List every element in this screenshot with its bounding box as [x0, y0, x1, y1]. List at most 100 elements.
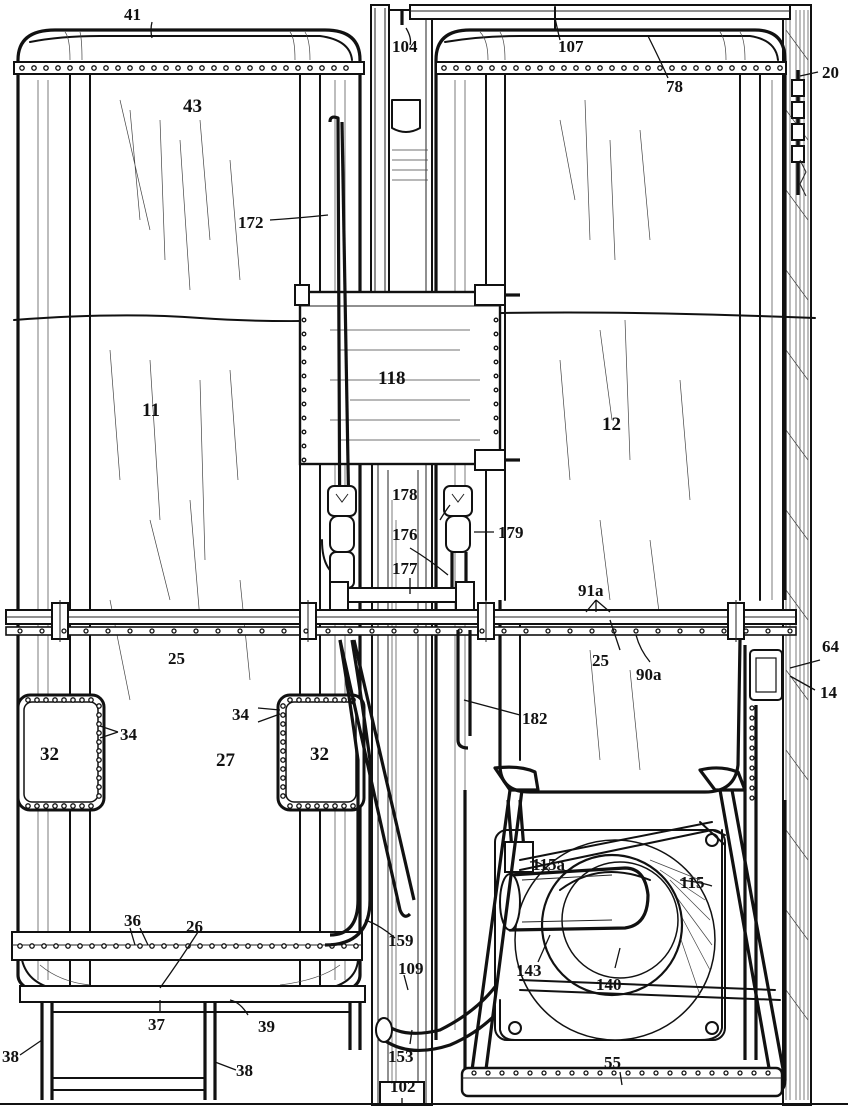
rivet	[413, 628, 419, 634]
top-rail	[409, 4, 791, 31]
rivet	[127, 628, 133, 634]
rivet	[61, 628, 67, 634]
rivet	[96, 739, 102, 745]
label-14: 14	[820, 683, 838, 702]
rivet	[589, 628, 595, 634]
rivet	[323, 697, 329, 703]
label-37: 37	[148, 1015, 166, 1034]
rivet	[301, 373, 307, 379]
rivet	[233, 943, 239, 949]
pipe-159	[324, 639, 416, 947]
rivet	[280, 730, 286, 736]
rivet	[583, 1070, 589, 1076]
rivet	[221, 943, 227, 949]
rivet	[527, 1070, 533, 1076]
rivet	[301, 401, 307, 407]
label-12: 12	[602, 414, 621, 435]
rivet	[441, 65, 447, 71]
label-34-center: 34	[232, 705, 250, 724]
rivet	[323, 803, 329, 809]
label-176: 176	[392, 525, 418, 544]
rivet	[70, 803, 76, 809]
label-34-left: 34	[120, 725, 138, 744]
rivet	[17, 943, 23, 949]
valve-assembly-left	[327, 485, 357, 589]
rivet	[197, 943, 203, 949]
rivet	[655, 628, 661, 634]
central-box-rivets	[301, 317, 499, 463]
rivet	[211, 65, 217, 71]
rivet	[609, 65, 615, 71]
rivet	[163, 65, 169, 71]
label-172: 172	[238, 213, 264, 232]
rivet	[513, 1070, 519, 1076]
rivet	[749, 745, 755, 751]
rivet	[96, 784, 102, 790]
rivet	[79, 697, 85, 703]
rivet	[283, 65, 289, 71]
right-bracket	[743, 645, 783, 1060]
rivet	[347, 628, 353, 634]
rivet	[639, 1070, 645, 1076]
rivet	[723, 1070, 729, 1076]
label-115a: 115a	[532, 855, 566, 874]
label-115: 115	[680, 873, 705, 892]
rivet	[301, 359, 307, 365]
rivet	[699, 628, 705, 634]
rivet	[70, 697, 76, 703]
rivet	[25, 697, 31, 703]
rivet	[43, 697, 49, 703]
rivet	[199, 65, 205, 71]
rivet	[597, 65, 603, 71]
label-178: 178	[392, 485, 418, 504]
rivet	[39, 628, 45, 634]
rivet	[67, 65, 73, 71]
rivet	[96, 766, 102, 772]
rivet	[314, 697, 320, 703]
rivet	[749, 735, 755, 741]
center-hatch-rivets	[280, 697, 356, 809]
rivet	[215, 628, 221, 634]
rivet	[34, 697, 40, 703]
rivet	[749, 775, 755, 781]
rivet	[209, 943, 215, 949]
rivet	[43, 65, 49, 71]
rivet	[489, 65, 495, 71]
rivet	[295, 65, 301, 71]
rivet	[280, 757, 286, 763]
rivet	[61, 697, 67, 703]
label-32-center: 32	[310, 744, 329, 765]
rivet	[101, 943, 107, 949]
leader-lines	[19, 17, 821, 1104]
central-column	[370, 4, 433, 1106]
rivet	[269, 943, 275, 949]
rivet	[341, 803, 347, 809]
rivet	[52, 803, 58, 809]
rivet	[493, 429, 499, 435]
rivet	[301, 387, 307, 393]
fan-wheel	[514, 839, 716, 1041]
label-25-left: 25	[168, 649, 185, 668]
label-20: 20	[822, 63, 839, 82]
label-36: 36	[124, 911, 141, 930]
rivet	[493, 359, 499, 365]
rivet	[96, 703, 102, 709]
rivet	[749, 725, 755, 731]
rivet	[280, 766, 286, 772]
rivet	[271, 65, 277, 71]
rivet	[721, 628, 727, 634]
rivet	[653, 1070, 659, 1076]
label-32-left: 32	[40, 744, 59, 765]
rivet	[493, 345, 499, 351]
rivet	[296, 803, 302, 809]
rivet	[139, 65, 145, 71]
label-159: 159	[388, 931, 414, 950]
rivet	[569, 1070, 575, 1076]
rivet	[493, 317, 499, 323]
rivet	[301, 429, 307, 435]
rivet	[541, 1070, 547, 1076]
rivet	[729, 65, 735, 71]
rivet	[89, 943, 95, 949]
label-64: 64	[822, 637, 840, 656]
rivet	[305, 943, 311, 949]
